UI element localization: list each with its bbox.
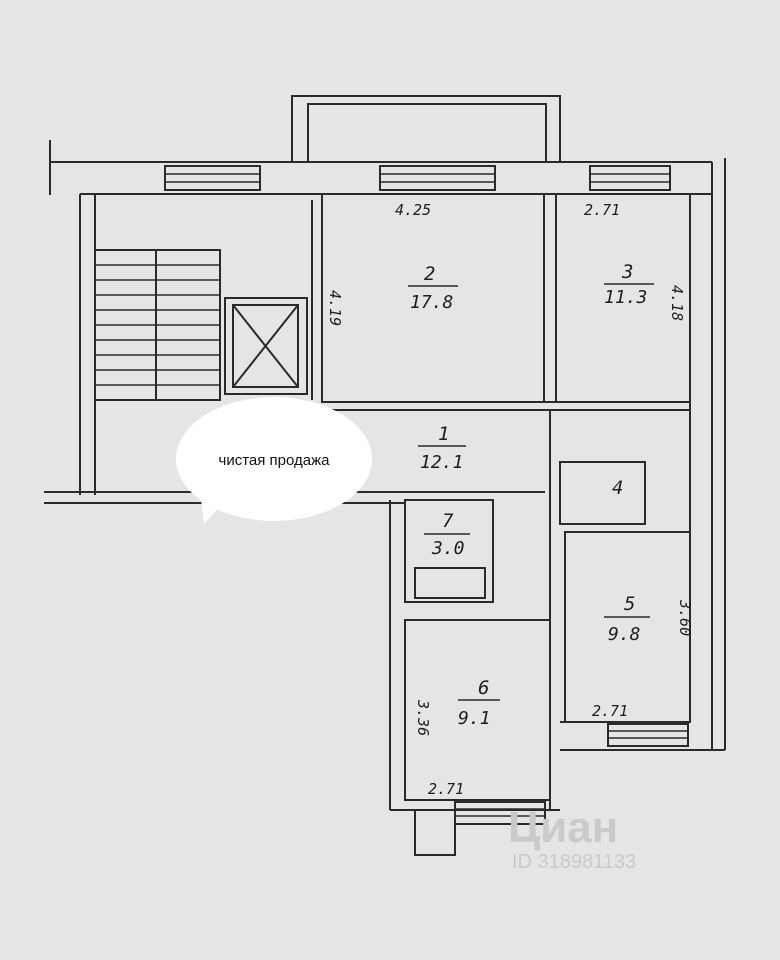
svg-text:2.71: 2.71 — [428, 780, 464, 798]
room-2-label: 2 17.8 4.25 4.19 — [326, 201, 458, 326]
room-6-label: 6 9.1 2.71 3.36 — [414, 677, 500, 798]
svg-text:9.1: 9.1 — [458, 708, 491, 729]
svg-text:3.36: 3.36 — [414, 699, 432, 736]
svg-text:4.25: 4.25 — [395, 201, 431, 219]
room-4-label: 4 — [612, 477, 623, 499]
svg-text:1: 1 — [438, 423, 449, 445]
svg-text:6: 6 — [478, 677, 489, 699]
callout-text: чистая продажа — [219, 452, 331, 469]
svg-text:9.8: 9.8 — [608, 624, 641, 645]
svg-text:11.3: 11.3 — [604, 287, 647, 308]
svg-text:Циан: Циан — [508, 803, 618, 852]
svg-text:ID 318981133: ID 318981133 — [512, 851, 636, 873]
walls — [44, 95, 726, 856]
room-5-label: 5 9.8 2.71 3.60 — [592, 593, 694, 720]
svg-text:4.18: 4.18 — [668, 285, 686, 321]
cian-watermark: Циан ID 318981133 — [508, 803, 636, 873]
svg-text:17.8: 17.8 — [410, 292, 453, 313]
svg-text:3.60: 3.60 — [676, 599, 694, 636]
stair-treads — [95, 264, 220, 386]
room-1-label: 1 12.1 — [418, 423, 466, 473]
svg-text:4.19: 4.19 — [326, 290, 344, 326]
svg-text:5: 5 — [624, 593, 635, 615]
svg-text:2.71: 2.71 — [592, 702, 628, 720]
svg-text:12.1: 12.1 — [420, 452, 463, 473]
window-lines — [165, 173, 688, 817]
svg-text:3: 3 — [621, 261, 633, 283]
room-3-label: 3 11.3 2.71 4.18 — [584, 201, 686, 321]
svg-text:2: 2 — [424, 263, 435, 285]
svg-text:4: 4 — [612, 477, 623, 499]
svg-text:2.71: 2.71 — [584, 201, 620, 219]
svg-text:3.0: 3.0 — [431, 538, 465, 559]
callout-bubble: чистая продажа — [176, 397, 372, 524]
room-7-label: 7 3.0 — [424, 510, 470, 559]
svg-text:7: 7 — [442, 510, 454, 532]
